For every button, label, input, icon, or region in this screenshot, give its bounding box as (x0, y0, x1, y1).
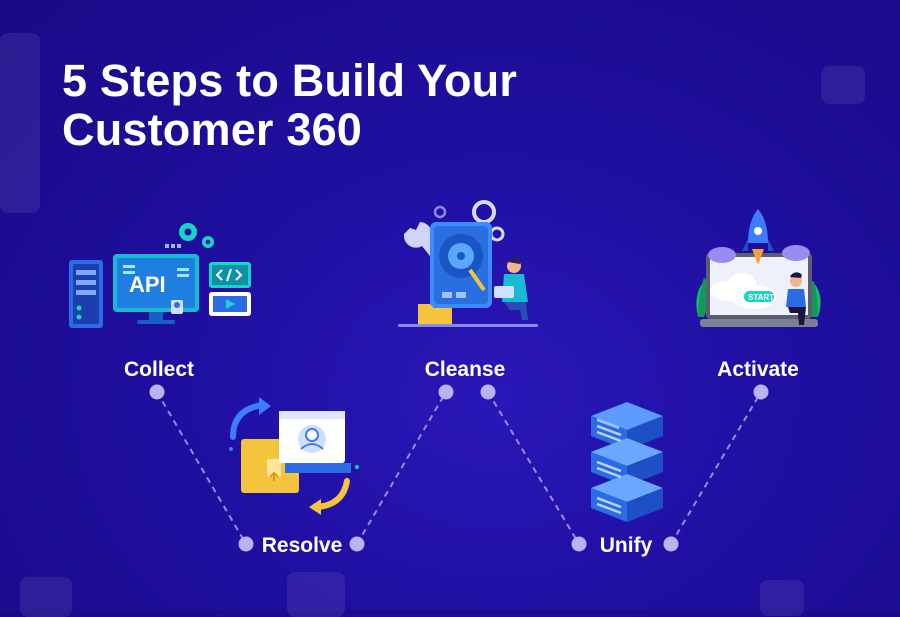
node-cleanse-right (480, 384, 496, 400)
activate-illustration: START (696, 209, 821, 327)
code-window-icon (209, 262, 251, 288)
video-window-icon (209, 292, 251, 316)
refresh-arrow-icon (230, 397, 271, 440)
node-unify-right (663, 536, 679, 552)
rocket-icon (742, 209, 774, 265)
profile-card-icon (279, 411, 351, 473)
node-resolve-left (238, 536, 254, 552)
cleanse-illustration (398, 200, 538, 327)
decor-square-top-right (821, 66, 865, 104)
person-icon (494, 256, 528, 320)
person-icon (786, 272, 806, 325)
folder-icon (418, 304, 452, 326)
step-label-resolve: Resolve (261, 534, 343, 557)
hard-drive-icon (430, 222, 492, 308)
connector-unify-activate (670, 391, 762, 545)
step-label-cleanse: Cleanse (424, 358, 506, 381)
start-text: START (748, 293, 774, 302)
title-line-1: 5 Steps to Build Your (62, 55, 518, 106)
node-activate (753, 384, 769, 400)
node-collect (149, 384, 165, 400)
database-stack-icon (591, 402, 663, 522)
node-resolve-right (349, 536, 365, 552)
server-rack-icon (69, 260, 103, 328)
unify-illustration (591, 402, 663, 522)
step-label-collect: Collect (123, 358, 195, 381)
node-unify-left (571, 536, 587, 552)
step-label-unify: Unify (599, 534, 653, 557)
resolve-illustration (229, 397, 359, 515)
connector-cleanse-unify (487, 391, 580, 545)
node-cleanse-left (438, 384, 454, 400)
title-line-2: Customer 360 (62, 104, 363, 155)
refresh-arrow-icon (309, 478, 350, 515)
connector-resolve-cleanse (356, 391, 447, 545)
start-button: START (744, 291, 774, 302)
api-text: API (129, 272, 166, 297)
monitor-icon: API (113, 254, 199, 324)
page-title: 5 Steps to Build Your Customer 360 (62, 56, 517, 154)
step-label-activate: Activate (717, 358, 799, 381)
collect-illustration: API (69, 223, 251, 328)
gear-icon (179, 223, 214, 248)
connector-collect-resolve (156, 391, 247, 545)
decor-square-left (0, 33, 40, 213)
